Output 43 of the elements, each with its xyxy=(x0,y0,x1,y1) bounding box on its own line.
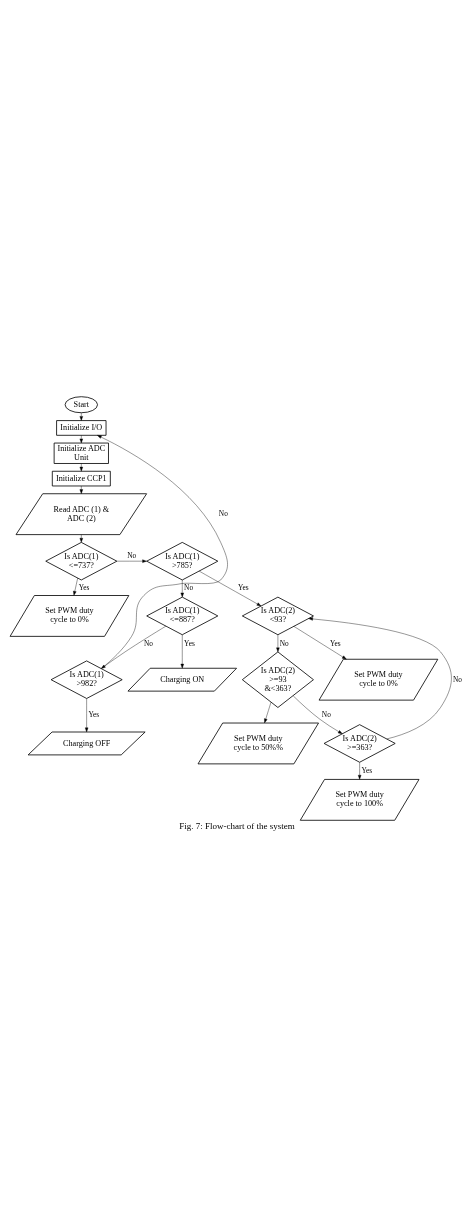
arrow xyxy=(293,695,343,734)
edge-label: No xyxy=(321,710,331,720)
edge-label: No xyxy=(279,638,289,648)
arrow xyxy=(101,625,167,669)
node-diamond: Is ADC(1) >785? xyxy=(146,541,219,581)
edge-label: Yes xyxy=(361,766,373,776)
arrow xyxy=(79,463,83,472)
edge-label: No xyxy=(453,674,463,684)
edge-label: Yes xyxy=(78,582,90,592)
node-diamond: Is ADC(1) >982? xyxy=(50,660,123,699)
arrow xyxy=(97,435,228,669)
arrow xyxy=(198,570,262,607)
node-box: Initialize ADC Unit xyxy=(53,442,109,464)
node-ellipse: Start xyxy=(64,396,98,414)
arrow xyxy=(73,577,78,596)
node-box: Initialize CCP1 xyxy=(51,470,111,487)
arrow xyxy=(308,617,452,740)
edge-label: No xyxy=(127,550,137,560)
caption: Fig. 7: Flow-chart of the system xyxy=(179,821,295,832)
arrow xyxy=(79,435,83,444)
edge-label: No xyxy=(184,582,194,592)
node-box: Initialize I/O xyxy=(56,420,107,436)
node-diamond: Is ADC(2) >=363? xyxy=(323,724,396,763)
arrow xyxy=(79,412,83,421)
edge-label: Yes xyxy=(238,582,249,592)
edge-label: Yes xyxy=(88,710,100,720)
arrow xyxy=(276,634,280,653)
arrow xyxy=(79,485,83,494)
arrow xyxy=(180,634,184,669)
arrow xyxy=(79,534,83,543)
node-diamond: Is ADC(2) >=93 &<363? xyxy=(241,651,314,708)
arrow xyxy=(85,698,89,733)
arrow xyxy=(180,579,184,598)
arrow xyxy=(116,559,147,563)
node-diamond: Is ADC(1) <=737? xyxy=(45,541,118,581)
edge-label: Yes xyxy=(184,638,195,648)
edge-label: No xyxy=(218,508,228,518)
arrow xyxy=(264,702,272,724)
arrow xyxy=(358,762,362,780)
edge-label: Yes xyxy=(329,638,341,648)
arrow xyxy=(293,626,347,660)
edge-label: No xyxy=(144,638,154,648)
node-diamond: Is ADC(1) <=887? xyxy=(146,596,219,636)
